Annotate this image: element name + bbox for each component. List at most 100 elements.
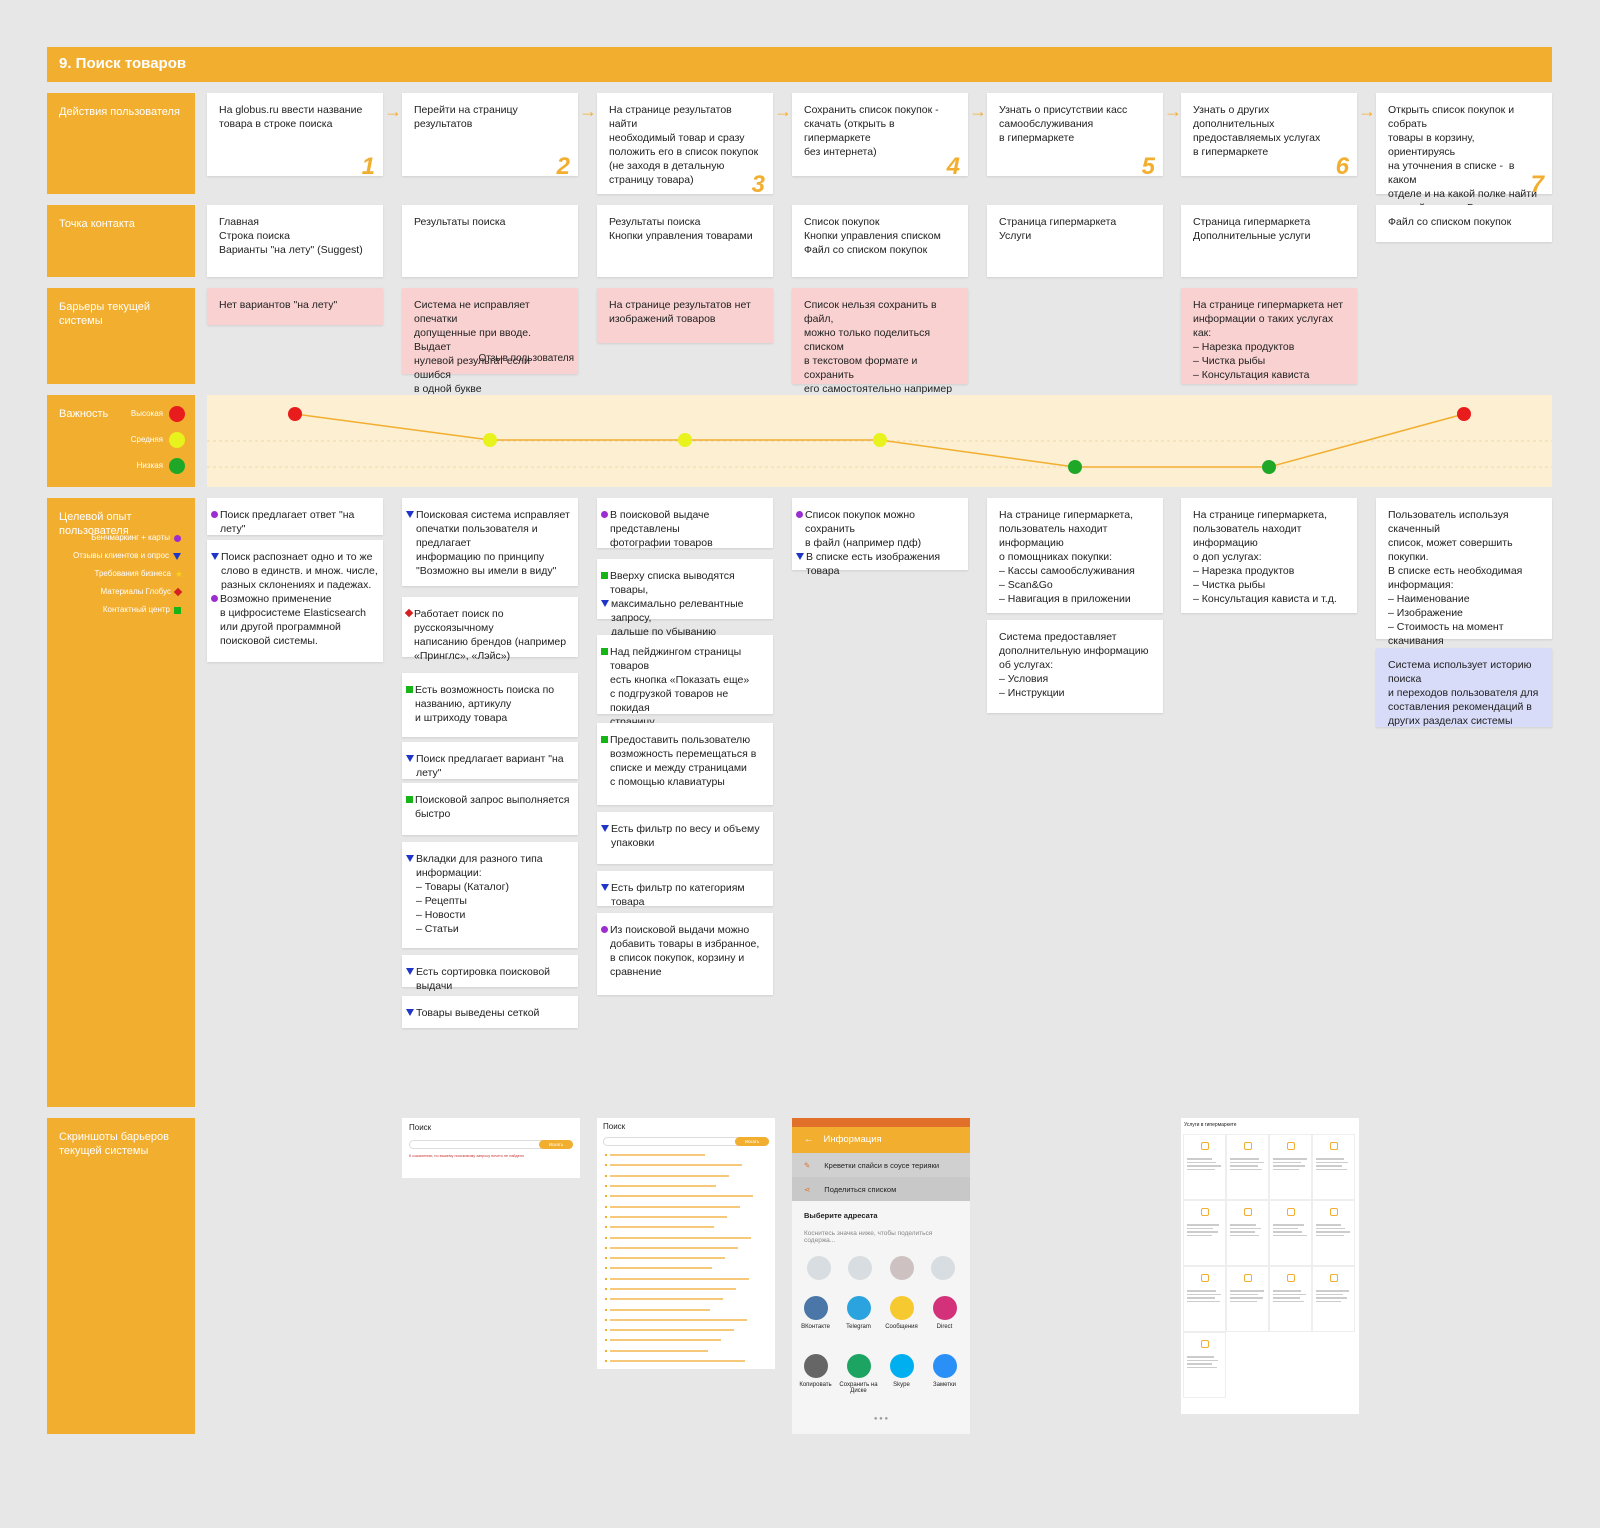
app-hint: Коснитесь значка ниже, чтобы поделиться … [804, 1230, 933, 1244]
target-line: В поисковой выдаче представлены фотограф… [601, 508, 769, 550]
result-line [605, 1232, 775, 1242]
app-item-1-label: Креветки спайси в соусе терияки [824, 1161, 940, 1170]
arrow-right-icon: → [579, 101, 597, 121]
service-text-line [1273, 1293, 1306, 1295]
service-text-line [1230, 1161, 1264, 1163]
barrier-card: Список нельзя сохранить в файл, можно то… [792, 288, 968, 423]
touchpoint-card: Результаты поиска [402, 205, 578, 277]
target-line: Поисковая система исправляет опечатки по… [406, 508, 574, 578]
result-bullet [605, 1360, 607, 1363]
service-icon [1200, 1208, 1209, 1216]
service-text-line [1187, 1161, 1217, 1163]
share-app[interactable]: Сообщения [880, 1296, 923, 1354]
row-label-actions: Действия пользователя [47, 93, 195, 194]
marker-dia-icon [404, 608, 414, 618]
marker-sq-icon [406, 686, 413, 693]
result-bullet [605, 1154, 607, 1157]
marker-circ-icon [796, 511, 803, 518]
arrow-right-icon: → [1164, 101, 1182, 121]
share-app[interactable]: Копировать [794, 1354, 837, 1412]
share-app[interactable]: Telegram [837, 1296, 880, 1354]
target-line: Из поисковой выдачи можно добавить товар… [601, 923, 769, 979]
target-text: Товары выведены сеткой [416, 1007, 540, 1019]
target-text: Поиск предлагает ответ "на лету" [220, 509, 358, 535]
legend-materials: Материалы Глобус [101, 585, 183, 599]
action-text: Узнать о других дополнительных предостав… [1193, 104, 1321, 158]
result-bullet [605, 1215, 607, 1218]
share-app[interactable]: Skype [880, 1354, 923, 1412]
target-text: В поисковой выдаче представлены фотограф… [610, 509, 713, 549]
target-text: Поисковая система исправляет опечатки по… [416, 509, 570, 577]
service-text-line [1273, 1231, 1303, 1233]
result-text-line [610, 1339, 721, 1342]
target-text: Возможно применение в цифросистеме Elast… [220, 593, 367, 647]
service-tile [1269, 1134, 1312, 1200]
share-app[interactable]: ВКонтакте [794, 1296, 837, 1354]
service-text-line [1230, 1300, 1257, 1302]
result-line [605, 1366, 775, 1369]
result-bullet [605, 1246, 607, 1249]
share-app-icon [889, 1354, 914, 1378]
barrier-text: Система не исправляет опечатки допущенны… [414, 299, 532, 395]
app-item-2: ⋖Поделиться списком [792, 1177, 970, 1201]
result-line [605, 1346, 775, 1356]
touchpoint-card: Страница гипермаркета Дополнительные усл… [1181, 205, 1357, 277]
target-card: Есть фильтр по весу и объему упаковки [597, 812, 773, 864]
result-text-line [610, 1215, 727, 1218]
share-app-label: Direct [936, 1324, 953, 1330]
target-line: В списке есть изображения товара [796, 550, 964, 578]
result-line [605, 1212, 775, 1222]
result-line [605, 1253, 775, 1263]
result-bullet [605, 1236, 607, 1239]
target-text: Работает поиск по русскоязычному написан… [414, 608, 567, 662]
target-label: Целевой опыт пользователя [59, 511, 132, 537]
marker-sq-icon [406, 796, 413, 803]
services-grid [1181, 1132, 1359, 1400]
service-text-line [1316, 1293, 1343, 1295]
result-bullet [605, 1267, 607, 1270]
marker-tri-icon [211, 553, 219, 560]
target-text: Поиск предлагает вариант "на лету" [416, 753, 567, 779]
target-line: На странице гипермаркета, пользователь н… [1185, 508, 1353, 606]
action-number: 2 [556, 153, 570, 180]
share-app-label: Копировать [799, 1382, 832, 1388]
share-app[interactable]: Сохранить на Диске [837, 1354, 880, 1412]
result-bullet [605, 1308, 607, 1311]
share-app[interactable]: Direct [923, 1296, 966, 1354]
service-text-line [1230, 1234, 1260, 1236]
share-app-icon [846, 1296, 871, 1320]
target-text: Пользователь используя скаченный список,… [1388, 509, 1546, 661]
service-text-line [1187, 1165, 1221, 1167]
target-line: Есть фильтр по весу и объему упаковки [601, 822, 769, 850]
screen-services: Услуги в гипермаркете [1181, 1118, 1359, 1414]
service-icon [1329, 1142, 1338, 1150]
barrier-card: Система не исправляет опечатки допущенны… [402, 288, 578, 395]
result-text-line [610, 1195, 753, 1198]
target-line: Поисковой запрос выполняется быстро [406, 793, 574, 821]
service-icon [1243, 1274, 1252, 1282]
result-line [605, 1191, 775, 1201]
importance-point-low [1262, 460, 1276, 474]
service-icon [1243, 1142, 1252, 1150]
action-card: Узнать о других дополнительных предостав… [1181, 93, 1357, 179]
service-text-line [1273, 1300, 1305, 1302]
service-tile [1269, 1266, 1312, 1332]
touchpoint-text: Страница гипермаркета Дополнительные усл… [1193, 216, 1311, 242]
result-bullet [605, 1195, 607, 1198]
screen-search-hint: К сожалению, по вашему поисковому запрос… [409, 1154, 525, 1158]
result-text-line [610, 1277, 749, 1280]
service-tile [1312, 1200, 1355, 1266]
service-text-line [1316, 1234, 1344, 1236]
share-app-icon [889, 1296, 914, 1320]
result-text-line [610, 1257, 725, 1260]
service-text-line [1187, 1227, 1214, 1229]
importance-low-label: Низкая [136, 461, 163, 470]
target-line: Пользователь используя скаченный список,… [1380, 508, 1548, 662]
result-line [605, 1315, 775, 1325]
action-card: На странице результатов найти необходимы… [597, 93, 773, 197]
arrow-right-icon: → [384, 101, 402, 121]
service-tile [1312, 1134, 1355, 1200]
importance-medium-label: Средняя [130, 435, 163, 444]
result-line [605, 1243, 775, 1253]
share-app[interactable]: Заметки [923, 1354, 966, 1412]
